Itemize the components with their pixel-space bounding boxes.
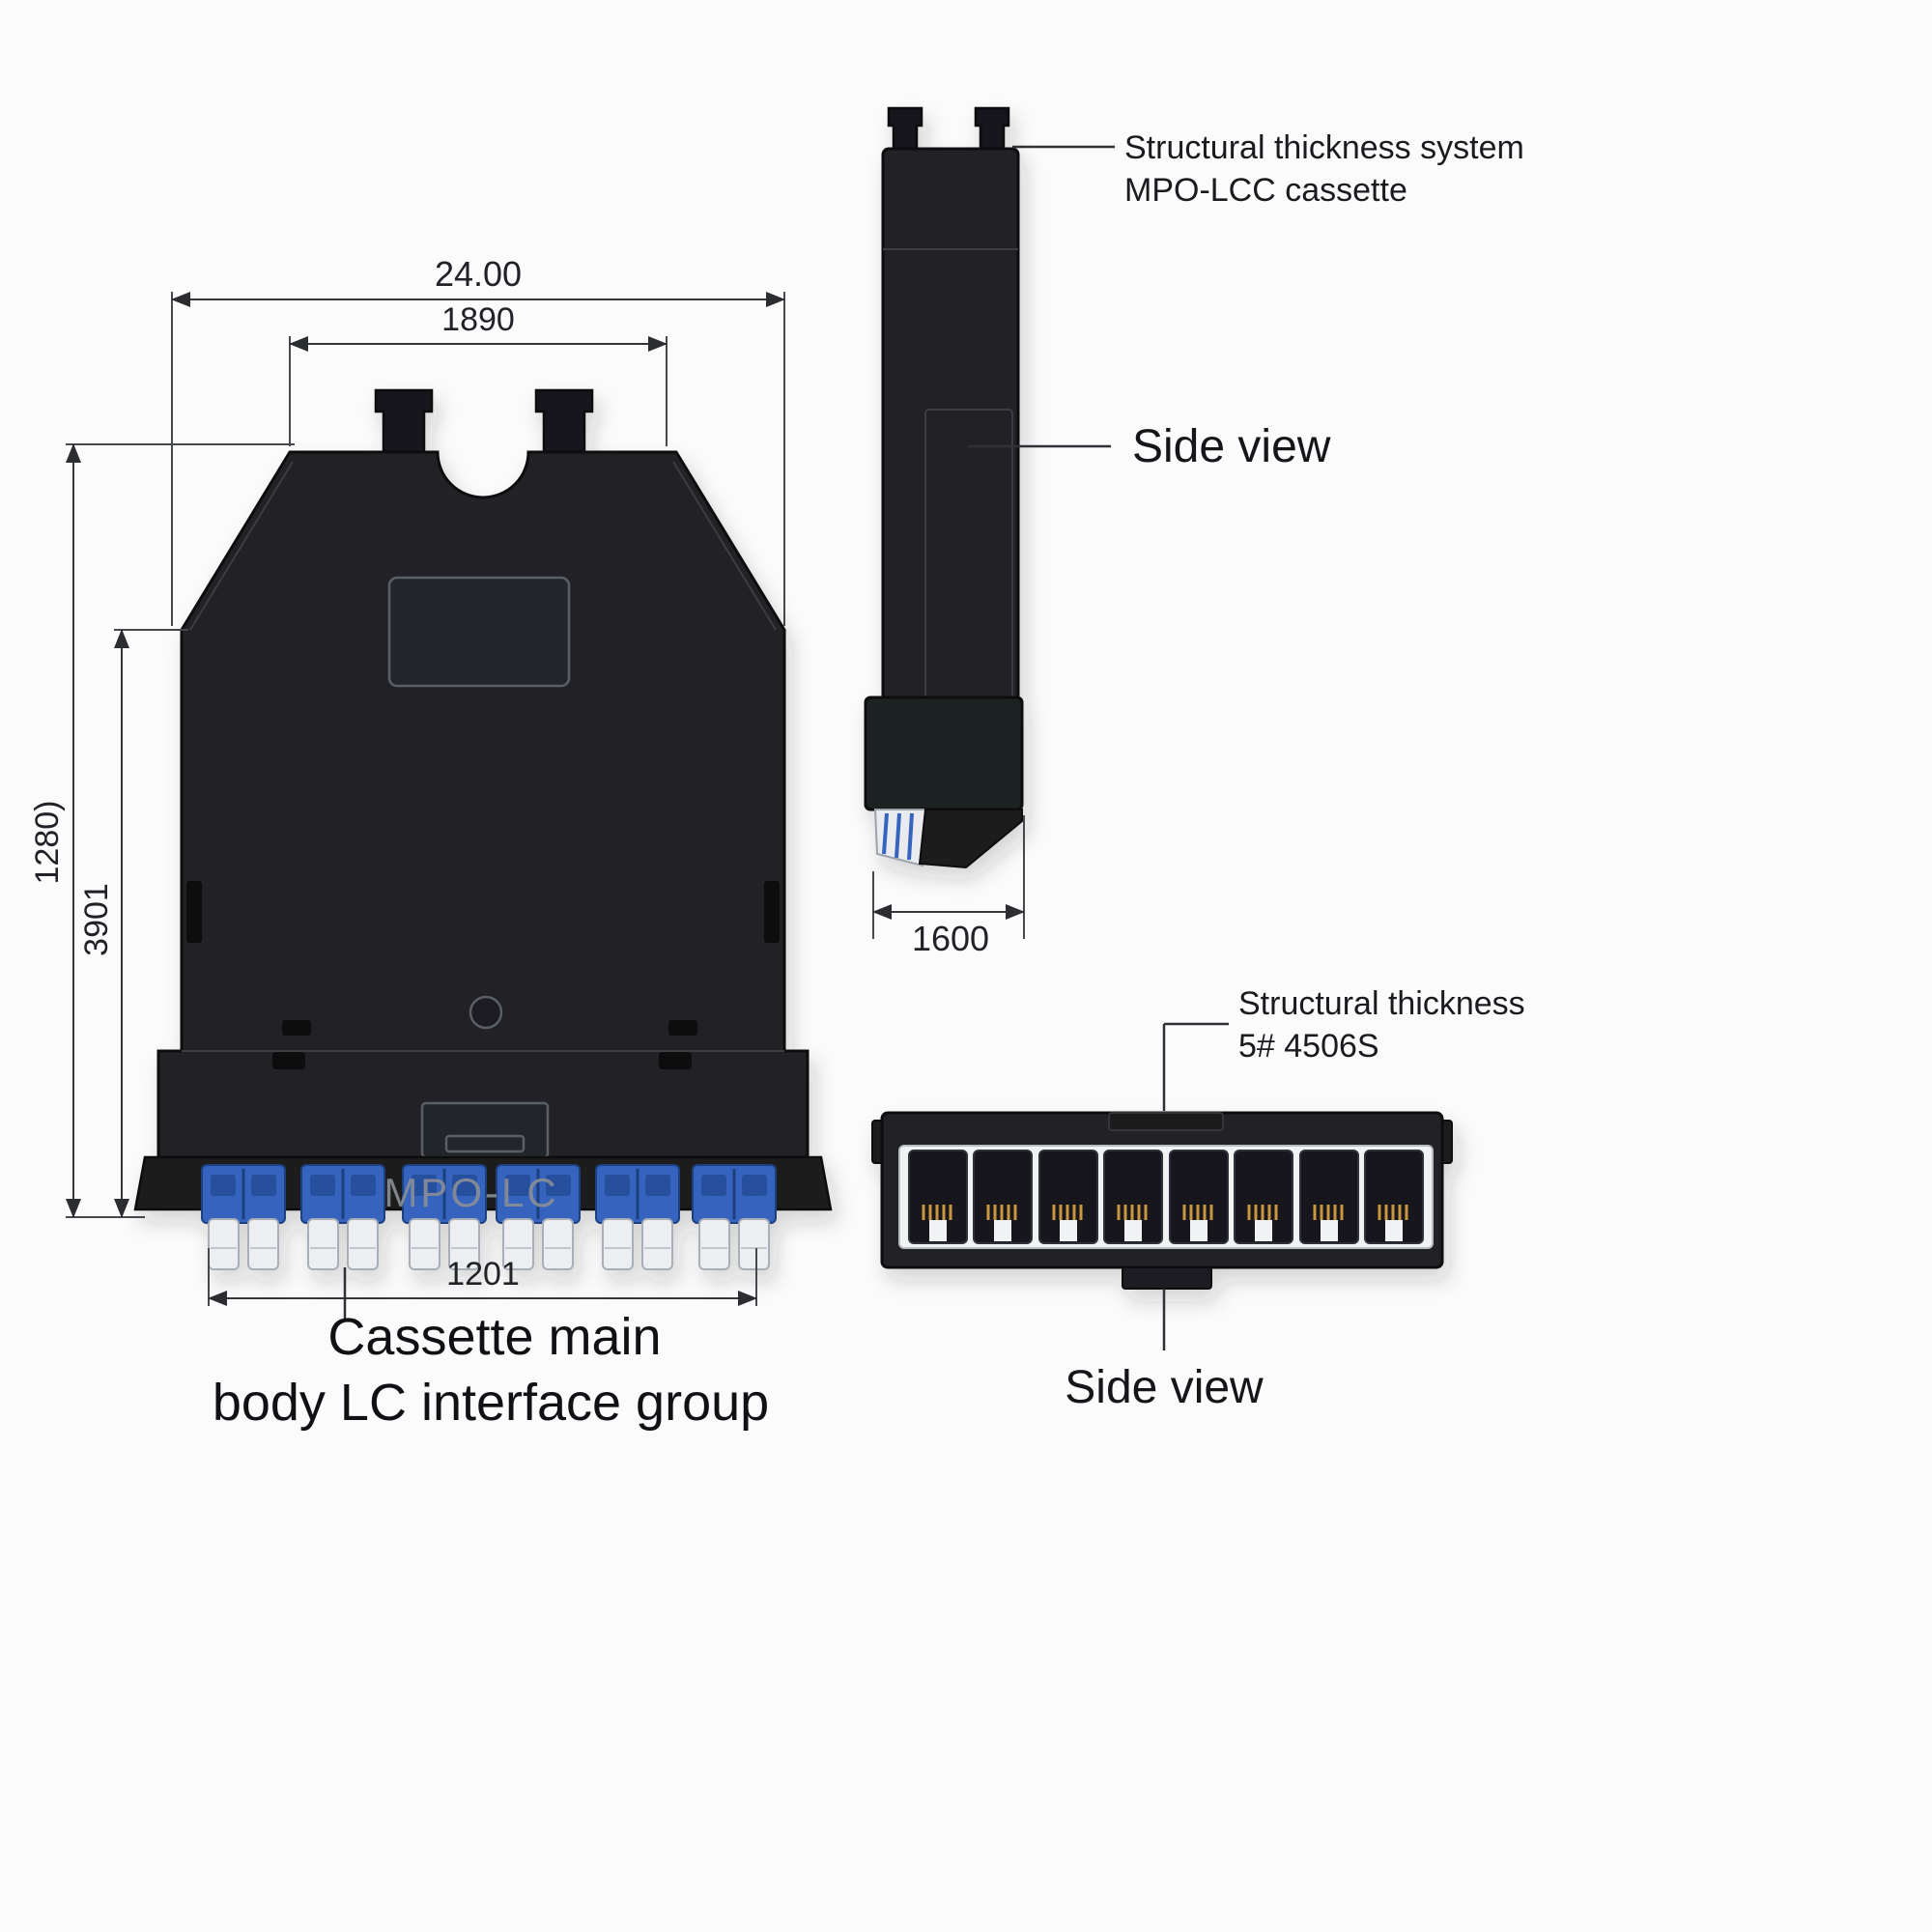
body-seam-left	[189, 461, 294, 631]
side-slot-right	[764, 881, 780, 943]
callout-top-line1: Structural thickness system	[1124, 129, 1524, 166]
front-view: MPO-LC	[133, 388, 833, 1271]
rj45-port	[907, 1149, 969, 1245]
dim-connector-width: 1201	[446, 1256, 520, 1293]
mounting-tab-right	[534, 388, 594, 458]
side-connector-white	[873, 809, 933, 867]
body-marking: MPO-LC	[384, 1170, 558, 1215]
side-foot	[864, 696, 1024, 811]
rj45-port	[972, 1149, 1034, 1245]
module-bottom-tab	[1122, 1266, 1212, 1290]
callout-bottom-line1: Structural thickness	[1238, 985, 1525, 1022]
rj45-port	[1298, 1149, 1360, 1245]
mounting-tab-left	[374, 388, 434, 458]
caption-line2: body LC interface group	[213, 1374, 769, 1432]
side-view-bottom-label: Side view	[1065, 1362, 1264, 1413]
module-top-recess	[1108, 1112, 1224, 1131]
rj45-port	[1037, 1149, 1099, 1245]
dim-depth: 1600	[912, 919, 989, 958]
center-hole	[469, 995, 503, 1030]
caption-line1: Cassette main	[327, 1308, 661, 1366]
center-latch	[420, 1101, 550, 1159]
side-connector-dark	[918, 809, 1023, 869]
side-slot-left	[186, 881, 202, 943]
callout-top-line2: MPO-LCC cassette	[1124, 172, 1407, 209]
front-view-caption: Cassette main body LC interface group	[213, 1308, 769, 1432]
base-slot-right-lower	[659, 1052, 692, 1069]
side-view-top-label: Side view	[1132, 421, 1331, 472]
side-view-bottom	[871, 1111, 1453, 1290]
dim-inner-height: 3901	[78, 883, 115, 956]
side-view-top	[864, 106, 1024, 869]
side-connector-stripes	[882, 812, 914, 861]
side-view-bottom-annotations: Structural thickness 5# 4506S Side view	[1065, 985, 1524, 1413]
dim-inner-width: 1890	[441, 301, 515, 338]
rj45-port	[1168, 1149, 1230, 1245]
side-body	[881, 147, 1020, 703]
rj45-port	[1363, 1149, 1425, 1245]
rj45-port	[1233, 1149, 1294, 1245]
front-view-dimensions: 24.00 1890 1280) 3901 1201	[29, 254, 785, 1320]
base-slot-left-upper	[282, 1020, 311, 1036]
callout-bottom-line2: 5# 4506S	[1238, 1028, 1379, 1065]
body-seam-right	[672, 461, 777, 631]
side-view-top-annotations: 1600 Side view Structural thickness syst…	[872, 129, 1524, 958]
dim-outer-width: 24.00	[435, 254, 522, 294]
cassette-body	[156, 450, 810, 1159]
center-latch-inner	[444, 1134, 526, 1153]
label-plate	[387, 576, 571, 688]
dim-outer-height: 1280)	[29, 801, 66, 885]
base-slot-left-lower	[272, 1052, 305, 1069]
rj45-port	[1102, 1149, 1164, 1245]
base-slot-right-upper	[668, 1020, 697, 1036]
